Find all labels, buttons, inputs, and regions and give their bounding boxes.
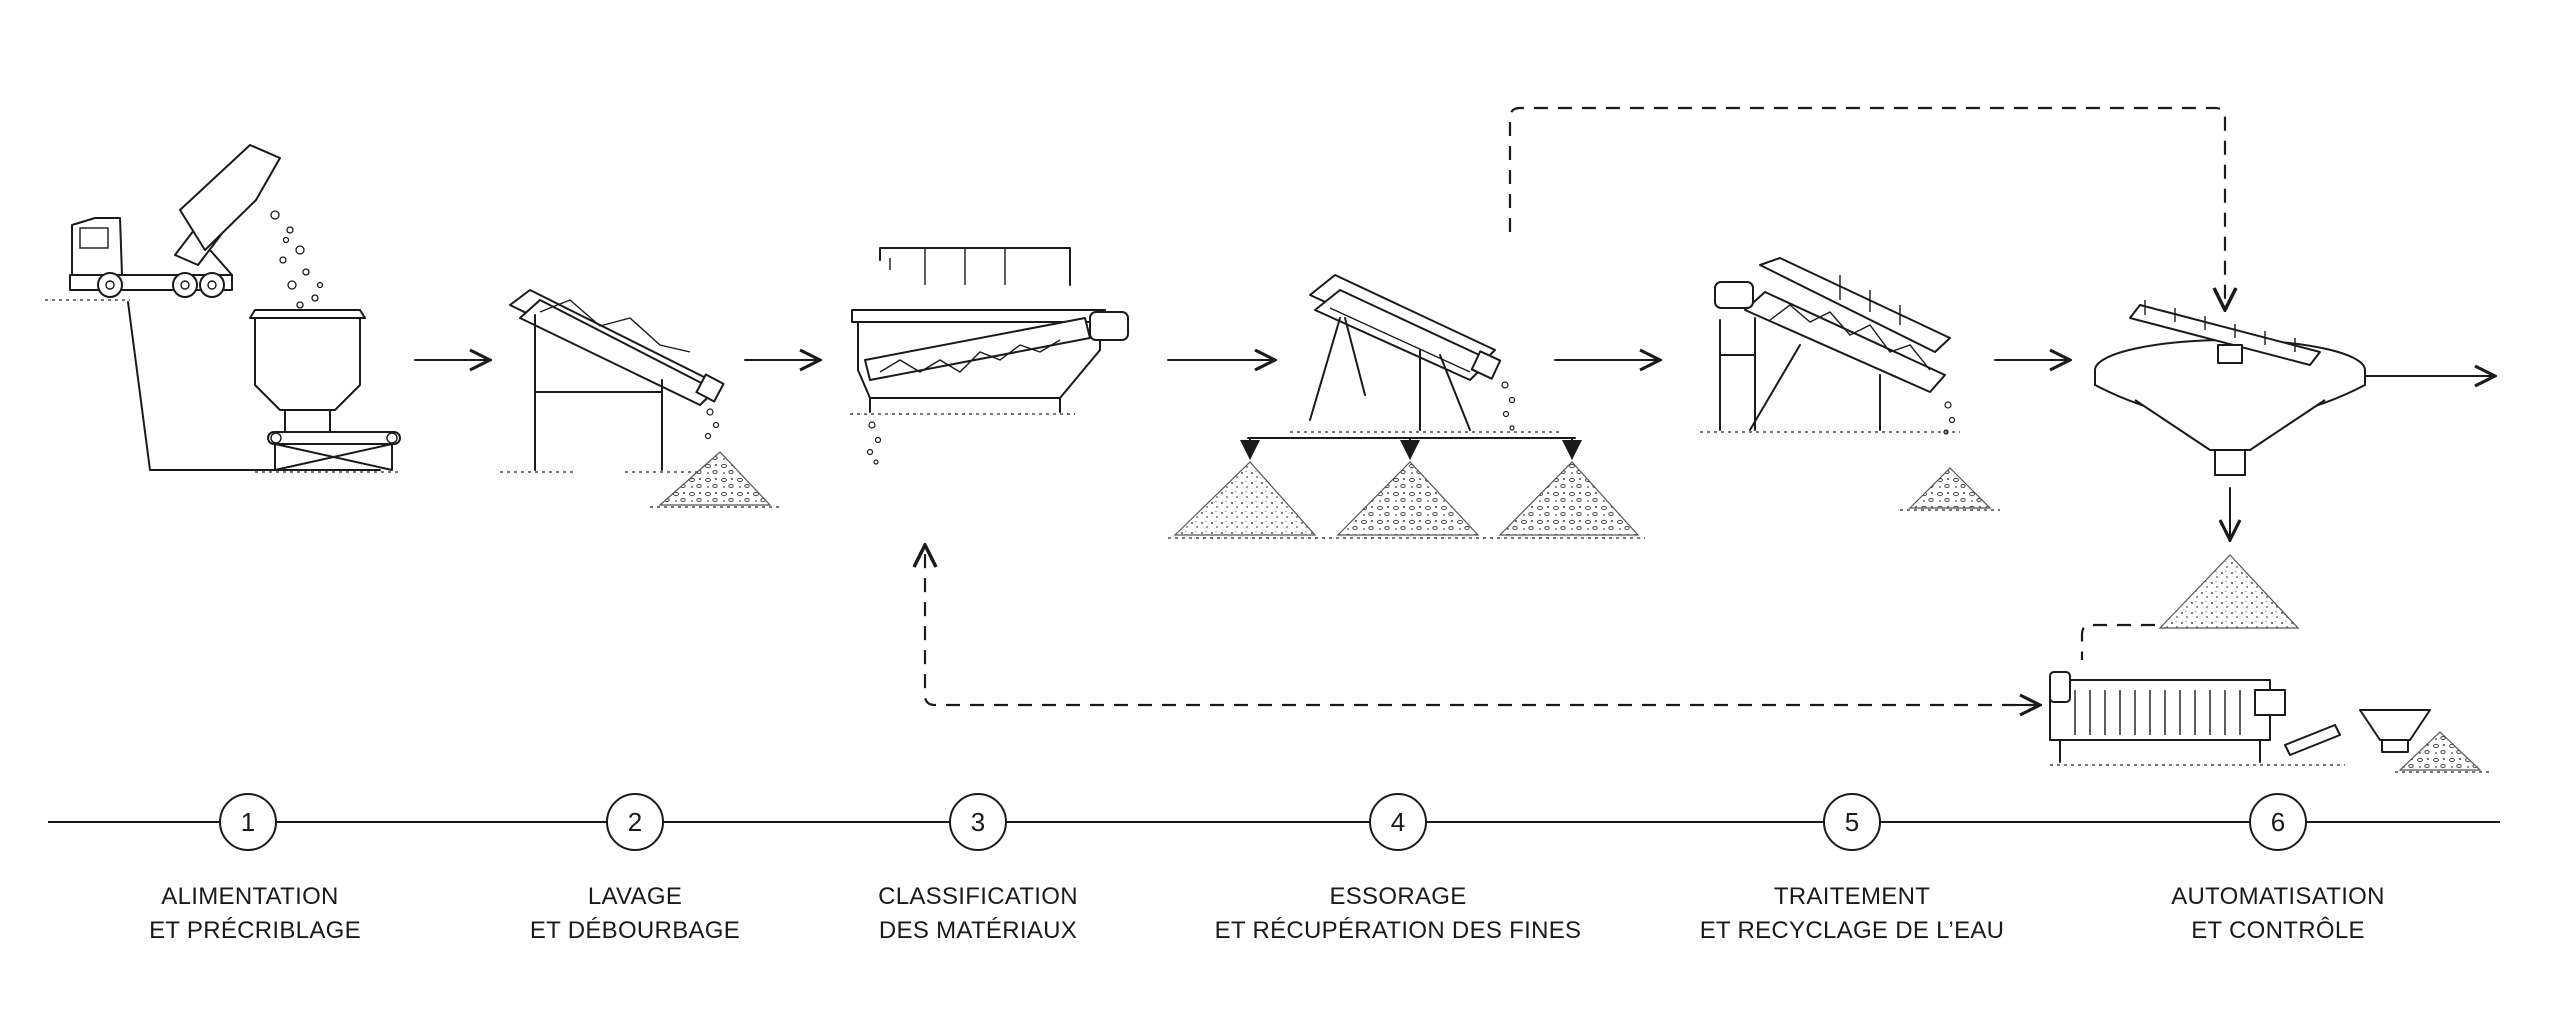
step-4: 4 ESSORAGE ET RÉCUPÉRATION DES FINES [1215,793,1582,944]
step-label-line2: ET DÉBOURBAGE [530,917,740,944]
step-number: 1 [241,807,255,837]
log-washer-icon [1700,257,2000,511]
step-label-line1: AUTOMATISATION [2171,883,2385,910]
step-marker [219,793,277,851]
step-1: 1 ALIMENTATION ET PRÉCRIBLAGE [149,793,361,944]
step-marker [1369,793,1427,851]
step-label-line1: LAVAGE [588,883,682,910]
step-number: 5 [1845,807,1859,837]
feed-hopper-icon [249,309,401,473]
step-number: 4 [1391,807,1405,837]
dewatering-screen-icon [1168,274,1645,539]
washing-screen-icon [500,289,780,508]
step-number: 2 [628,807,642,837]
step-number: 3 [971,807,985,837]
step-label-line1: ALIMENTATION [161,883,338,910]
step-label-line2: DES MATÉRIAUX [879,917,1077,944]
step-marker [949,793,1007,851]
step-label-line2: ET PRÉCRIBLAGE [149,917,361,944]
thickener-icon [2094,300,2495,629]
step-number: 6 [2271,807,2285,837]
classifier-tank-icon [850,247,1129,465]
step-label-line1: CLASSIFICATION [878,883,1078,910]
dump-truck-icon [45,144,381,471]
step-label-line2: ET CONTRÔLE [2191,916,2365,944]
step-label-line2: ET RECYCLAGE DE L’EAU [1700,917,2005,944]
step-marker [2249,793,2307,851]
step-3: 3 CLASSIFICATION DES MATÉRIAUX [878,793,1078,944]
step-5: 5 TRAITEMENT ET RECYCLAGE DE L’EAU [1700,793,2005,944]
step-marker [1823,793,1881,851]
step-2: 2 LAVAGE ET DÉBOURBAGE [530,793,740,944]
step-label-line1: ESSORAGE [1329,883,1466,910]
step-marker [606,793,664,851]
step-6: 6 AUTOMATISATION ET CONTRÔLE [2171,793,2385,944]
step-label-line1: TRAITEMENT [1774,883,1930,910]
step-label-line2: ET RÉCUPÉRATION DES FINES [1215,917,1582,944]
filter-press-icon [2049,623,2490,773]
